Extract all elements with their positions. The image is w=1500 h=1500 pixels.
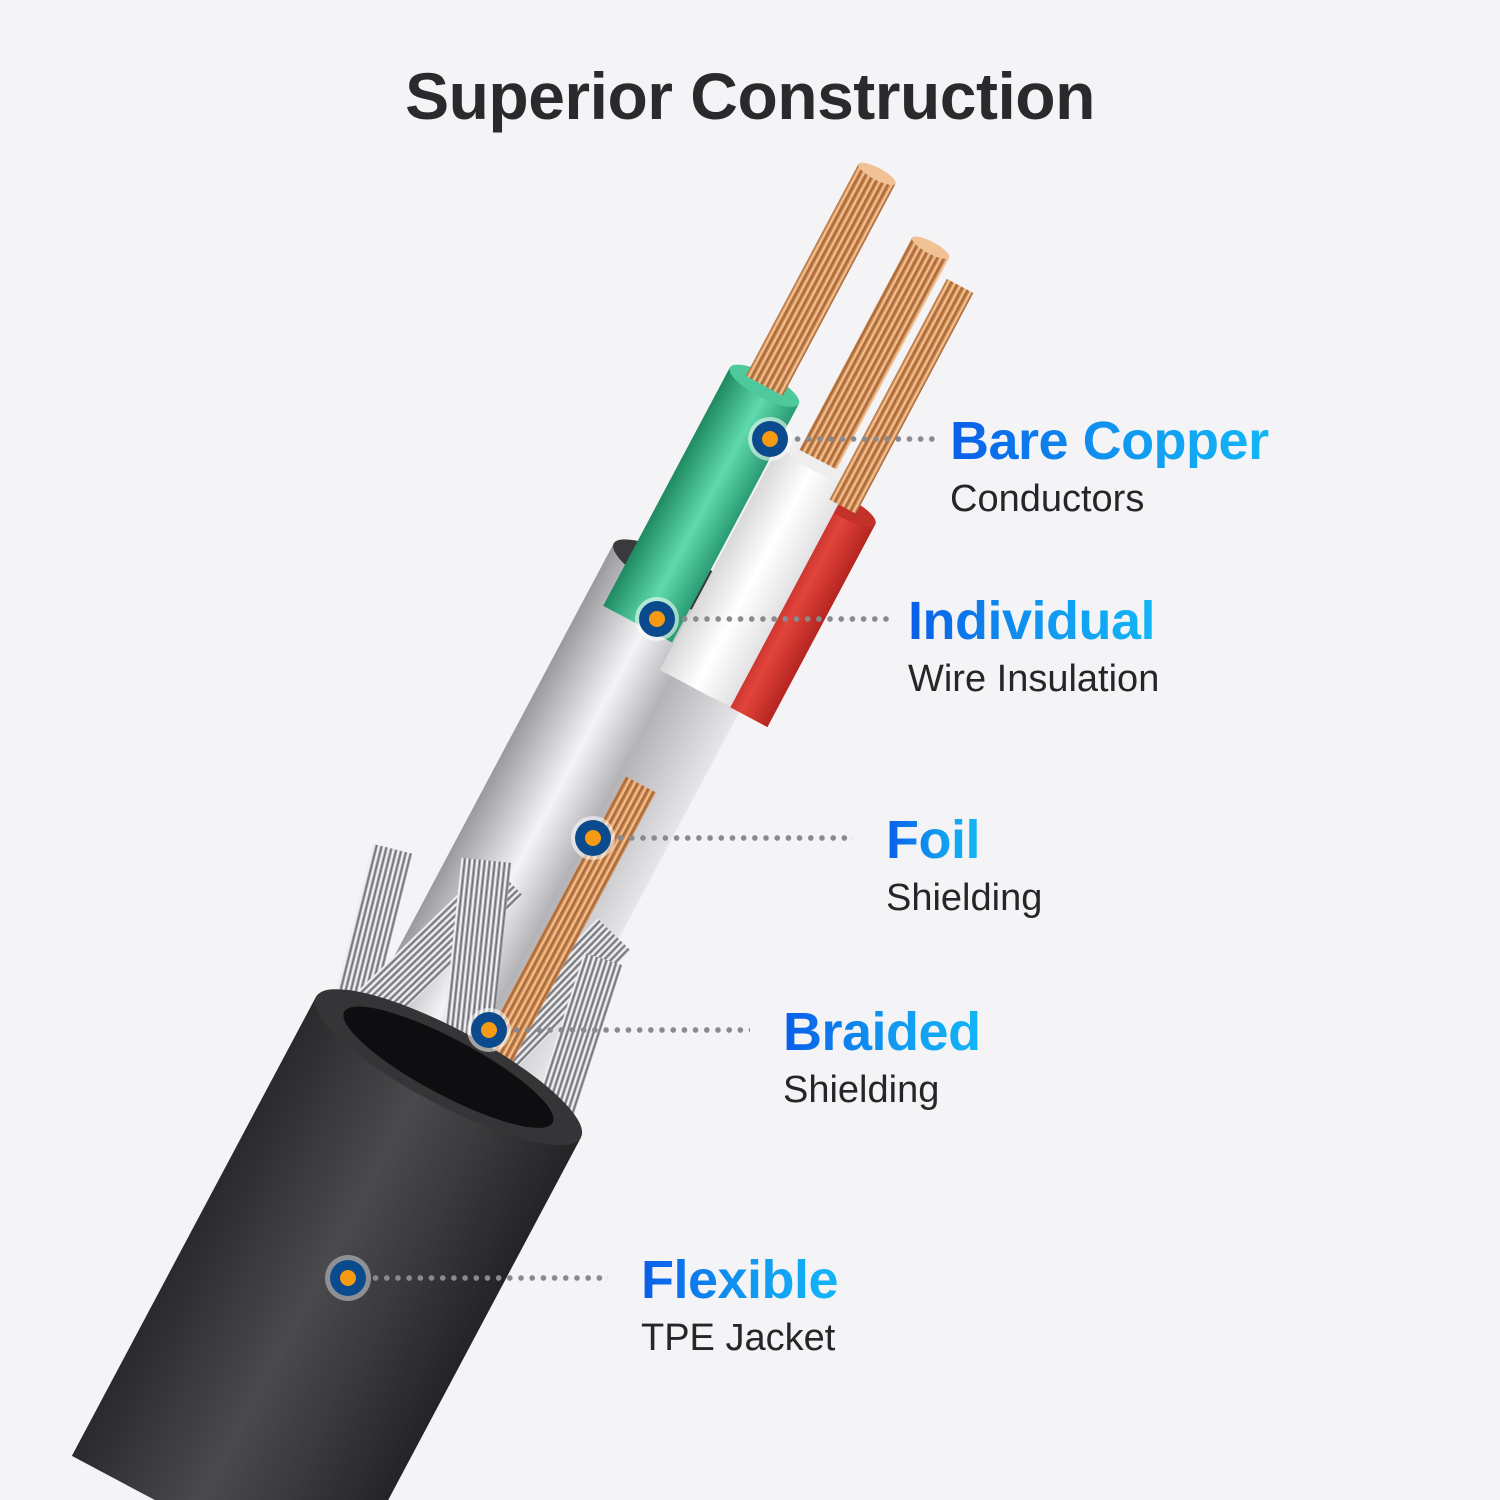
marker-icon-braided	[471, 1012, 507, 1048]
marker-icon-individual	[639, 601, 675, 637]
callout-heading: Foil	[886, 810, 980, 870]
callout-subtext: TPE Jacket	[641, 1317, 836, 1359]
leader-line-foil	[615, 835, 853, 841]
marker-icon-flexible	[330, 1260, 366, 1296]
callout-flexible: Flexible TPE Jacket	[641, 1250, 839, 1359]
callout-subtext: Conductors	[950, 478, 1145, 520]
callout-bare-copper: Bare Copper Conductors	[950, 414, 1269, 518]
leader-line-braided	[511, 1027, 750, 1033]
leader-line-bare-copper	[792, 436, 935, 442]
callout-subtext: Shielding	[886, 877, 1043, 919]
marker-icon-bare-copper	[752, 421, 788, 457]
callout-heading: Flexible	[641, 1250, 839, 1310]
callout-subtext: Shielding	[783, 1069, 940, 1111]
callout-heading: Individual	[908, 591, 1156, 651]
callout-heading: Braided	[783, 1002, 981, 1062]
callout-heading: Bare Copper	[950, 411, 1269, 471]
callout-subtext: Wire Insulation	[908, 658, 1160, 700]
leader-line-individual	[679, 616, 893, 622]
marker-icon-foil	[575, 820, 611, 856]
callout-individual: Individual Wire Insulation	[908, 594, 1159, 698]
page-title: Superior Construction	[405, 59, 1095, 133]
callout-braided: Braided Shielding	[783, 1005, 981, 1109]
callout-foil: Foil Shielding	[886, 813, 1042, 917]
leader-line-flexible	[370, 1275, 608, 1281]
